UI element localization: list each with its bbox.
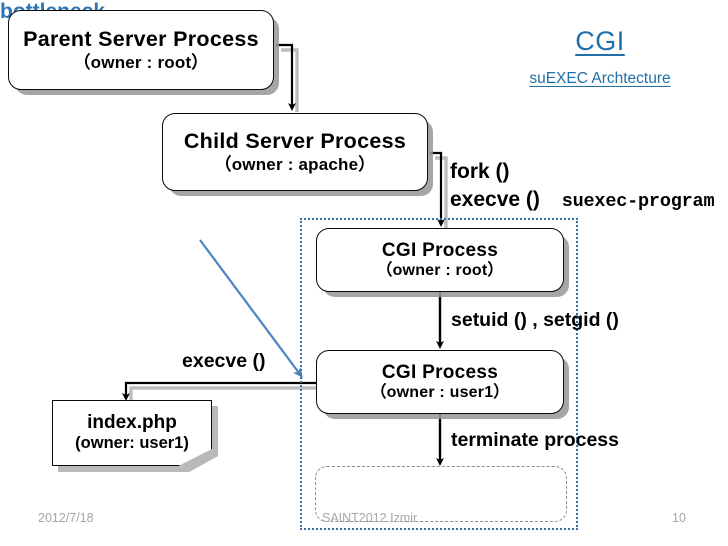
label-suexec-program: suexec-program <box>561 191 715 212</box>
cgi-process-user1-owner: （owner : user1） <box>370 383 510 401</box>
parent-server-process-title: Parent Server Process <box>23 26 259 51</box>
label-execve-index: execve () <box>182 350 266 372</box>
footer-date: 2012/7/18 <box>38 511 94 525</box>
slide-title-cgi: CGI <box>575 26 625 56</box>
label-fork: fork () <box>450 160 510 183</box>
parent-server-process-owner: （owner : root） <box>73 53 209 73</box>
cgi-process-root-title: CGI Process <box>381 239 499 261</box>
index-php-document-box[interactable]: index.php (owner: user1) <box>52 400 218 472</box>
cgi-process-root-box[interactable]: CGI Process （owner : root） <box>316 228 564 292</box>
label-terminate-process: terminate process <box>451 429 619 451</box>
slide-subtitle-suexec-architecture: suEXEC Archtecture <box>529 70 671 87</box>
document-text-group: index.php (owner: user1) <box>52 400 212 466</box>
connector-child-to-cgi-root <box>430 151 448 228</box>
label-setuid-setgid: setuid () , setgid () <box>451 309 619 331</box>
connector-parent-to-child <box>276 43 299 112</box>
label-execve-call: execve () <box>450 188 540 211</box>
bottleneck-pointer-arrow <box>199 239 303 378</box>
footer-page-number: 10 <box>672 511 686 525</box>
parent-server-process-box[interactable]: Parent Server Process （owner : root） <box>8 10 274 90</box>
connector-execve-index <box>122 381 321 402</box>
child-server-process-box[interactable]: Child Server Process （owner : apache） <box>162 113 428 191</box>
cgi-process-user1-title: CGI Process <box>381 361 499 383</box>
index-php-owner: (owner: user1) <box>75 434 189 453</box>
index-php-filename: index.php <box>87 412 177 434</box>
footer-conference: SAINT2012 Izmir <box>322 511 418 525</box>
cgi-process-root-owner: （owner : root） <box>376 261 504 279</box>
empty-process-placeholder <box>315 466 567 522</box>
label-execve-suexec: execve () suexec-program <box>450 188 715 212</box>
document-face <box>52 400 212 466</box>
child-server-process-title: Child Server Process <box>183 128 407 153</box>
child-server-process-owner: （owner : apache） <box>214 155 376 175</box>
cgi-process-user1-box[interactable]: CGI Process （owner : user1） <box>316 350 564 414</box>
